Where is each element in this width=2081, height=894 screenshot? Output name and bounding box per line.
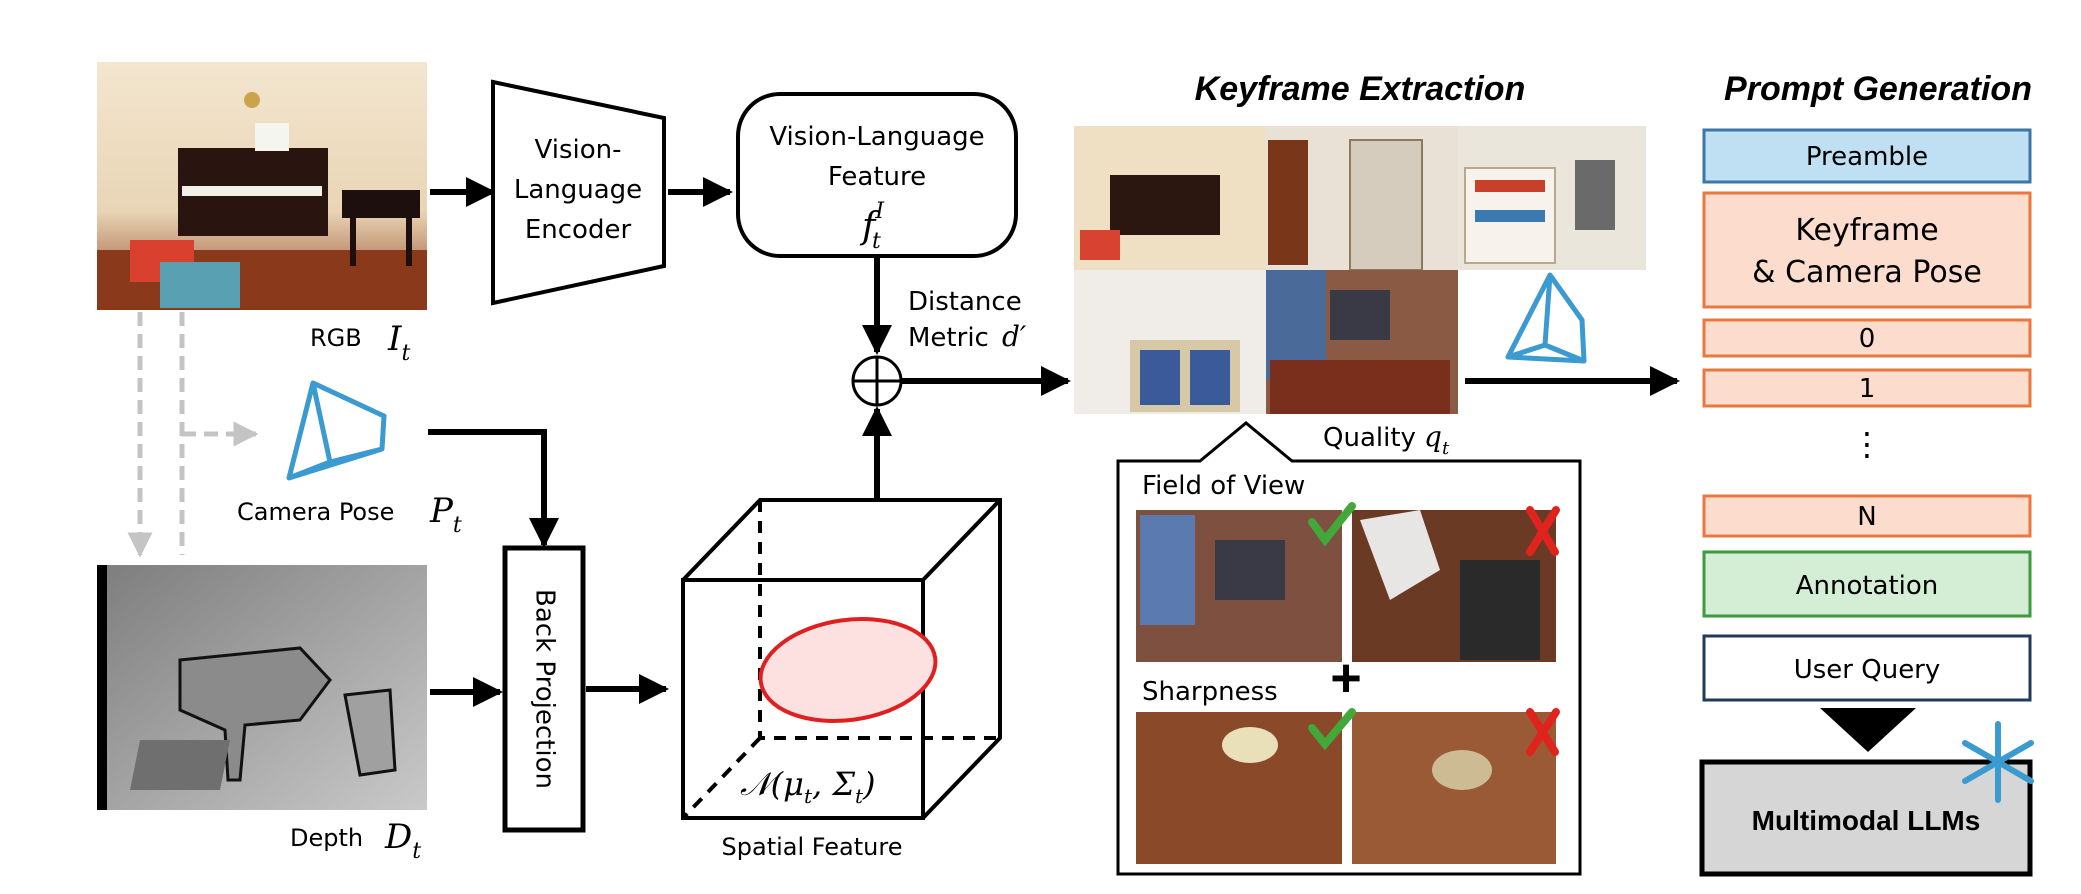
arrow-query-to-llm: [1820, 708, 1916, 752]
keyframe-item-n-label: N: [1857, 502, 1876, 532]
rgb-label: RGB: [310, 324, 362, 352]
rgb-symbol: It: [387, 319, 410, 366]
cross-icon-fov: [1526, 506, 1560, 556]
distance-symbol: d′: [1002, 320, 1027, 353]
quality-label: Quality: [1323, 423, 1416, 453]
gaussian-ellipse: [758, 616, 938, 724]
preamble-label: Preamble: [1806, 142, 1928, 172]
multimodal-llm-box: [1699, 759, 2033, 877]
rgb-image: [97, 62, 427, 310]
depth-symbol: Dt: [384, 817, 421, 864]
distance-line-1: Distance: [908, 287, 1022, 317]
keyframe-pose-box: [1702, 191, 2032, 309]
plus-sign: +: [1330, 648, 1362, 708]
prompt-title: Prompt Generation: [1724, 70, 2032, 108]
llm-label: Multimodal LLMs: [1752, 805, 1981, 836]
encoder-line-2: Language: [514, 175, 642, 205]
depth-label: Depth: [290, 824, 363, 852]
keyframe-item-1-label: 1: [1859, 374, 1876, 404]
keyframe-item-1: [1702, 368, 2032, 408]
fov-label: Field of View: [1142, 471, 1305, 501]
sharpness-label: Sharpness: [1142, 677, 1278, 707]
camera-pose-icon: [286, 380, 387, 481]
depth-image: [97, 565, 427, 810]
distance-line-2: Metric: [908, 323, 989, 353]
cross-icon-sharp: [1526, 708, 1560, 756]
feature-line-2: Feature: [828, 162, 926, 192]
vision-language-encoder: [491, 79, 666, 306]
annotation-label: Annotation: [1796, 571, 1939, 601]
feature-line-1: Vision-Language: [769, 122, 984, 152]
keyframe-item-0: [1702, 318, 2032, 358]
annotation-box: [1702, 550, 2032, 618]
encoder-line-3: Encoder: [525, 215, 632, 245]
snowflake-icon: [1962, 721, 2034, 803]
preamble-box: [1702, 128, 2032, 184]
keyframe-pose-line-1: Keyframe: [1795, 213, 1938, 248]
arrow-pose-to-backproj: [428, 429, 559, 548]
vision-language-feature-box: [736, 92, 1018, 258]
user-query-box: [1702, 634, 2032, 702]
spatial-feature-label: Spatial Feature: [722, 833, 903, 861]
back-projection-label: Back Projection: [530, 589, 560, 789]
keyframe-item-0-label: 0: [1859, 324, 1876, 354]
keyframe-item-n: [1702, 494, 2032, 538]
encoder-line-1: Vision-: [535, 135, 622, 165]
oplus-operator: [851, 355, 903, 407]
pose-label: Camera Pose: [237, 498, 394, 526]
back-projection-box: [502, 545, 586, 833]
ellipsis-label: ⋮: [1851, 425, 1883, 463]
check-icon-fov: [1308, 502, 1356, 547]
keyframe-title: Keyframe Extraction: [1195, 70, 1526, 108]
gaussian-formula: 𝒩(μt, Σt): [740, 765, 875, 808]
keyframe-pose-line-2: & Camera Pose: [1752, 255, 1982, 290]
user-query-label: User Query: [1794, 655, 1941, 685]
pose-symbol: Pt: [429, 491, 462, 538]
check-icon-sharp: [1308, 708, 1356, 751]
camera-pose-icon-2: [1505, 272, 1587, 364]
keyframe-thumbnails: [1074, 126, 1646, 414]
quality-symbol: qt: [1424, 420, 1450, 459]
